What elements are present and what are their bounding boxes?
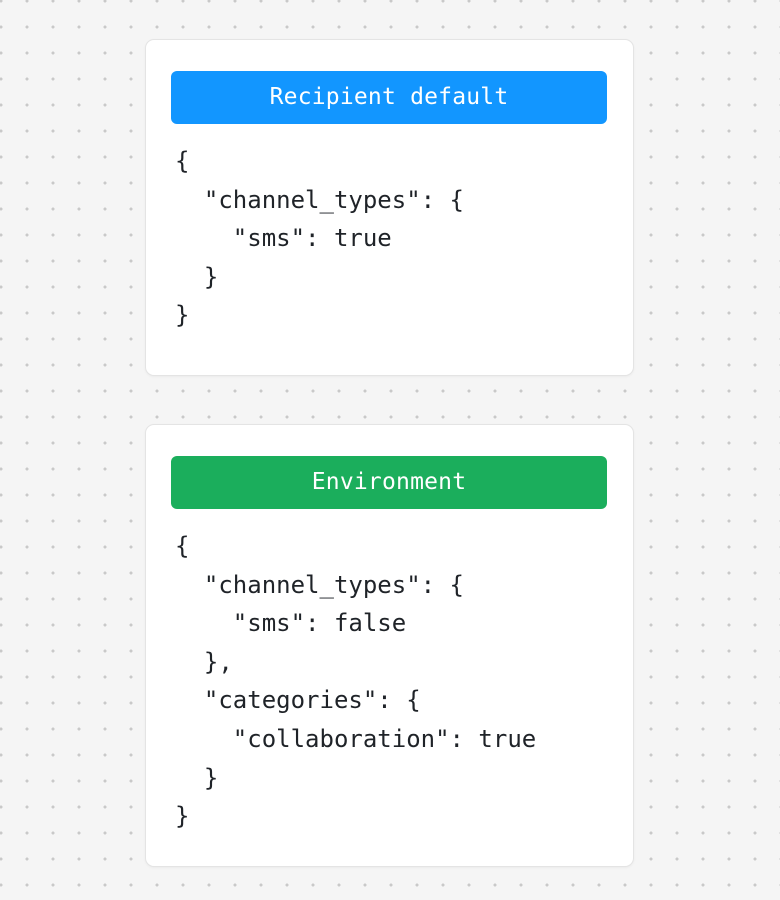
card-body-environment: { "channel_types": { "sms": false }, "ca… (146, 509, 633, 836)
card-body-recipient-default: { "channel_types": { "sms": true } } (146, 124, 633, 335)
card-header-label: Recipient default (269, 84, 509, 110)
json-code-block: { "channel_types": { "sms": false }, "ca… (175, 532, 537, 831)
json-code-block: { "channel_types": { "sms": true } } (175, 147, 464, 330)
card-environment[interactable]: Environment { "channel_types": { "sms": … (145, 424, 634, 867)
card-header-label: Environment (311, 469, 467, 495)
card-header-environment: Environment (171, 456, 607, 509)
card-recipient-default[interactable]: Recipient default { "channel_types": { "… (145, 39, 634, 376)
card-header-recipient-default: Recipient default (171, 71, 607, 124)
